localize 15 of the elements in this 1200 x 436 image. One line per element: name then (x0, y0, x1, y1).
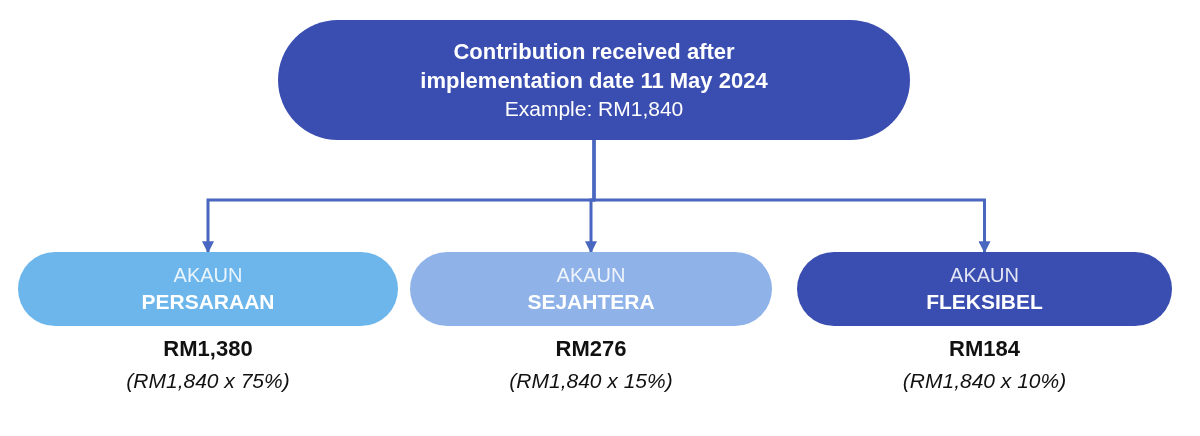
amount-text: RM1,380 (162, 335, 254, 363)
heading-text: Contribution received after implementation date 11 May 2024 (419, 38, 769, 95)
formula-text: (RM1,840 x 10%) (901, 368, 1068, 394)
account-prefix: AKAUN (173, 263, 243, 288)
account-name: FLEKSIBEL (926, 289, 1043, 315)
account-prefix: AKAUN (556, 263, 626, 288)
formula-text: (RM1,840 x 75%) (125, 368, 291, 394)
account-name: SEJAHTERA (527, 289, 655, 315)
arrow (592, 140, 991, 254)
amount-text: RM276 (554, 335, 628, 363)
example-text: Example: RM1,840 (504, 96, 684, 122)
amount-text: RM184 (948, 335, 1021, 363)
formula-text: (RM1,840 x 15%) (508, 368, 674, 394)
account-name: PERSARAAN (141, 289, 275, 315)
account-prefix: AKAUN (950, 263, 1019, 288)
